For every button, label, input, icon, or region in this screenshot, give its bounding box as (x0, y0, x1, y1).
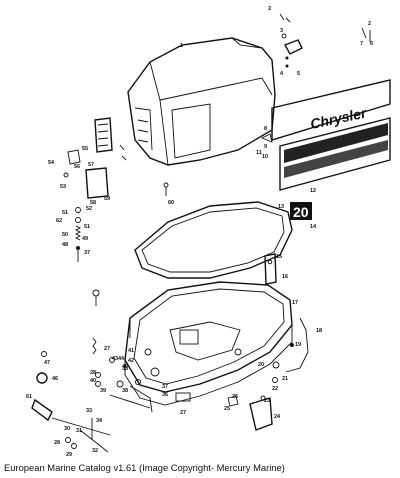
hp-decal: 20 (290, 202, 312, 220)
hp-decal-text: 20 (293, 204, 309, 220)
callout-37: 37 (84, 250, 90, 256)
exploded-parts-diagram: Chrysler 20 (26, 6, 391, 458)
callout-58: 58 (90, 200, 96, 206)
latch-hardware (260, 13, 371, 143)
callout-51b: 51 (84, 224, 90, 230)
stripe-decal (279, 117, 391, 191)
callout-41: 41 (128, 348, 134, 354)
callout-62: 62 (56, 218, 62, 224)
bottom-cowl-pan (124, 281, 293, 406)
callout-44: 44 (118, 356, 125, 362)
callout-2: 2 (268, 6, 271, 12)
callout-34: 34 (96, 418, 103, 424)
image-caption: European Marine Catalog v1.61 (Image Cop… (4, 462, 285, 473)
callout-28: 28 (90, 370, 96, 376)
callout-17: 17 (292, 300, 298, 306)
callout-20: 20 (258, 362, 264, 368)
callout-8: 8 (264, 126, 267, 132)
callout-26: 26 (232, 394, 238, 400)
callout-4: 4 (280, 71, 284, 77)
callout-29: 29 (66, 452, 72, 458)
callout-53: 53 (60, 184, 66, 190)
callout-54: 54 (48, 160, 55, 166)
callout-1: 1 (180, 43, 183, 49)
callout-39: 39 (100, 388, 106, 394)
callout-51: 51 (62, 210, 68, 216)
callout-60: 60 (168, 200, 174, 206)
callout-48: 48 (62, 242, 68, 248)
callout-labels: 1 2 3 4 5 6 7 2 8 9 10 11 12 13 14 15 16… (26, 6, 373, 458)
callout-36: 36 (162, 392, 168, 398)
callout-13: 13 (278, 204, 284, 210)
callout-22: 22 (272, 386, 278, 392)
callout-27b: 27 (180, 410, 186, 416)
callout-19: 19 (295, 342, 301, 348)
callout-50: 50 (62, 232, 68, 238)
callout-12: 12 (310, 188, 316, 194)
callout-61: 61 (26, 394, 32, 400)
callout-5: 5 (297, 71, 300, 77)
callout-56: 56 (74, 164, 80, 170)
callout-59: 59 (104, 196, 110, 202)
callout-30: 30 (64, 426, 70, 432)
callout-33: 33 (86, 408, 92, 414)
left-spring-stack (74, 207, 82, 262)
callout-40: 40 (90, 378, 96, 384)
callout-55: 55 (82, 146, 88, 152)
callout-37b: 37 (162, 384, 168, 390)
callout-7: 7 (360, 41, 363, 47)
callout-3: 3 (280, 28, 283, 34)
callout-21: 21 (282, 376, 288, 382)
callout-25: 25 (224, 406, 230, 412)
callout-14: 14 (310, 224, 317, 230)
callout-24: 24 (274, 414, 281, 420)
left-latch-assembly (63, 117, 127, 199)
callout-6: 6 (370, 41, 373, 47)
engine-cover (127, 37, 276, 166)
callout-18: 18 (316, 328, 322, 334)
callout-9: 9 (264, 144, 267, 150)
callout-35: 35 (122, 366, 128, 372)
callout-38: 38 (122, 388, 128, 394)
callout-42: 42 (128, 358, 134, 364)
chrysler-brand-text: Chrysler (309, 104, 369, 132)
callout-52: 52 (86, 206, 92, 212)
callout-16: 16 (282, 274, 288, 280)
callout-2b: 2 (368, 21, 371, 27)
callout-57: 57 (88, 162, 94, 168)
right-bracket-parts (227, 253, 309, 431)
callout-46: 46 (52, 376, 58, 382)
callout-15: 15 (276, 254, 282, 260)
callout-11: 11 (256, 150, 262, 156)
callout-45: 45 (122, 364, 128, 370)
callout-28b: 28 (54, 440, 60, 446)
callout-23: 23 (264, 398, 270, 404)
callout-49: 49 (82, 236, 88, 242)
callout-47: 47 (44, 360, 50, 366)
cover-seal (134, 201, 293, 279)
callout-31: 31 (76, 428, 82, 434)
callout-43: 43 (112, 356, 118, 362)
callout-27: 27 (104, 346, 110, 352)
lower-left-parts (31, 182, 191, 453)
callout-32: 32 (92, 448, 98, 454)
callout-10: 10 (262, 154, 268, 160)
